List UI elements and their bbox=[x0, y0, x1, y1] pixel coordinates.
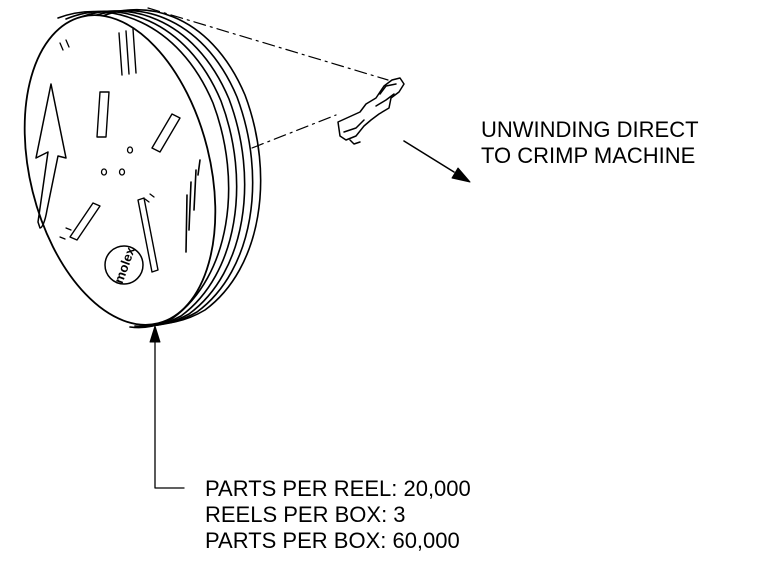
reel-rim-print bbox=[185, 159, 201, 253]
unwinding-arrow-icon bbox=[403, 140, 471, 183]
packaging-leader bbox=[149, 325, 185, 489]
packaging-spec-label: PARTS PER REEL: 20,000 REELS PER BOX: 3 … bbox=[205, 476, 471, 554]
reel-face bbox=[23, 14, 217, 326]
unwinding-path-lines bbox=[147, 7, 389, 149]
reel-slots bbox=[69, 91, 181, 273]
reel-windings bbox=[57, 8, 262, 329]
reels-per-box-text: REELS PER BOX: 3 bbox=[205, 502, 406, 527]
parts-per-box-text: PARTS PER BOX: 60,000 bbox=[205, 528, 460, 553]
parts-per-reel-text: PARTS PER REEL: 20,000 bbox=[205, 476, 471, 501]
hub-holes bbox=[100, 146, 134, 176]
reel-stripes bbox=[118, 28, 137, 76]
unwinding-direction-line-1: UNWINDING DIRECT bbox=[481, 117, 699, 142]
unwinding-direction-label: UNWINDING DIRECT TO CRIMP MACHINE bbox=[481, 117, 699, 169]
unwinding-direction-line-2: TO CRIMP MACHINE bbox=[481, 143, 696, 168]
crimp-terminal-icon bbox=[337, 77, 405, 145]
rotation-arrow-icon bbox=[35, 83, 67, 229]
reel-tick-marks bbox=[59, 39, 155, 240]
